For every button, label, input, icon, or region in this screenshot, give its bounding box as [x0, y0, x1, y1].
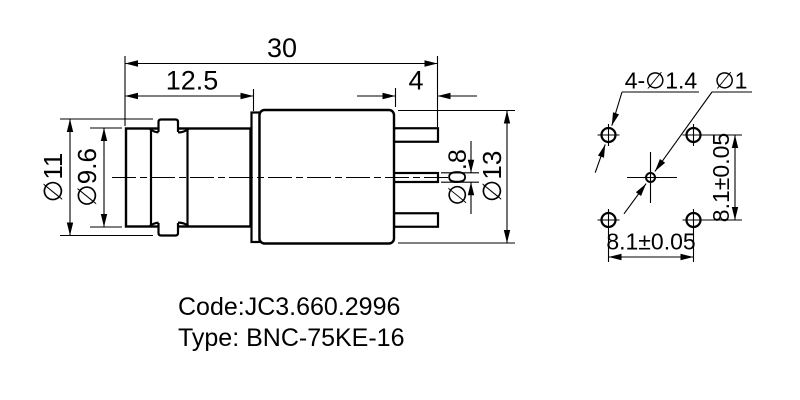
dim-label-front-length: 12.5 — [166, 66, 219, 96]
dim-label-coupling-inner-dia: ∅9.6 — [72, 148, 102, 207]
side-view: 30 12.5 4 ∅11 — [38, 33, 515, 245]
arrowhead — [611, 112, 620, 126]
arrowhead — [680, 253, 694, 261]
arrowhead — [240, 92, 254, 100]
pin-bottom — [392, 212, 440, 228]
arrowhead — [125, 60, 138, 67]
arrowhead — [731, 135, 739, 148]
arrowhead — [654, 159, 666, 172]
dim-label-pitch-horizontal: 8.1±0.05 — [606, 229, 695, 255]
dim-label-overall-length: 30 — [267, 33, 297, 63]
arrowhead — [467, 182, 475, 196]
arrowhead — [731, 207, 739, 220]
arrowhead — [503, 110, 511, 124]
dim-coupling-outer-dia: ∅11 — [38, 118, 153, 237]
dim-label-pin-dia: ∅0.8 — [444, 149, 472, 206]
dim-pin-dia: ∅0.8 — [441, 141, 479, 214]
corner-hole-crosshairs — [597, 124, 705, 231]
footprint-view: 4-∅1.4 ∅1 8.1±0.05 8.1±0.05 — [594, 68, 752, 262]
dim-pitch-vertical: 8.1±0.05 — [704, 133, 742, 222]
label-center-hole: ∅1 — [715, 68, 748, 94]
lug-groove-top-left — [148, 127, 159, 134]
dim-label-coupling-outer-dia: ∅11 — [38, 153, 68, 203]
arrowhead — [100, 128, 108, 141]
lug-groove-bottom-right — [177, 221, 190, 227]
dim-label-body-dia: ∅13 — [477, 151, 507, 203]
lug-groove-top-right — [177, 128, 190, 134]
arrowhead — [66, 119, 74, 132]
lug-groove-bottom-left — [148, 221, 159, 228]
center-hole-group — [627, 152, 677, 203]
connector-outline — [112, 108, 452, 245]
dim-coupling-inner-dia: ∅9.6 — [72, 127, 122, 228]
label-corner-holes: 4-∅1.4 — [625, 68, 698, 94]
dim-overall-length: 30 — [124, 33, 439, 127]
leader-corner-holes: 4-∅1.4 — [594, 68, 699, 173]
arrowhead — [100, 214, 108, 227]
part-notes: Code:JC3.660.2996 Type: BNC-75KE-16 — [178, 293, 405, 352]
arrowhead — [382, 92, 396, 100]
dim-label-pitch-vertical: 8.1±0.05 — [708, 133, 734, 222]
arrowhead — [424, 60, 438, 67]
pin-top — [392, 127, 440, 143]
dim-pitch-horizontal: 8.1±0.05 — [606, 229, 696, 262]
part-code-text: Code:JC3.660.2996 — [178, 293, 400, 321]
leader-line — [654, 91, 713, 172]
arrowhead — [503, 230, 511, 243]
arrowhead — [635, 183, 647, 196]
bayonet-lug-top — [157, 118, 180, 132]
arrowhead — [125, 92, 138, 100]
dim-pin-length: 4 — [357, 66, 477, 107]
part-type-text: Type: BNC-75KE-16 — [178, 324, 405, 352]
arrowhead — [66, 222, 74, 236]
dim-body-dia: ∅13 — [398, 109, 515, 244]
arrowhead — [437, 92, 451, 100]
dim-label-pin-length: 4 — [408, 66, 423, 96]
corner-holes — [597, 124, 705, 231]
arrowhead — [467, 159, 475, 173]
arrowhead — [597, 144, 606, 158]
bayonet-lug-bottom — [157, 223, 180, 237]
main-body — [258, 108, 396, 245]
leader-center-hole: ∅1 — [623, 68, 752, 215]
dim-front-length: 12.5 — [125, 66, 255, 111]
arrowhead — [608, 253, 622, 261]
